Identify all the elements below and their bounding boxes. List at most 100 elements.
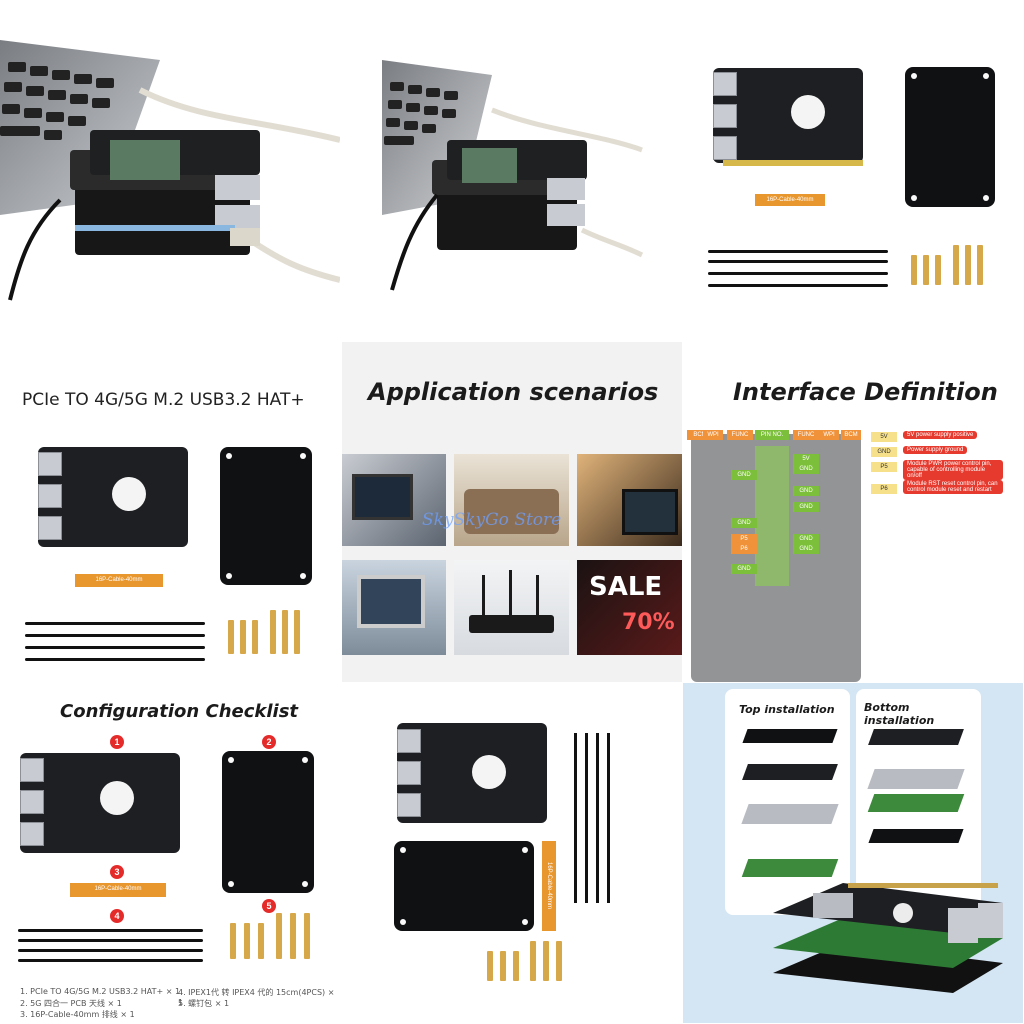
pin-label-right: GND (793, 486, 819, 496)
usb-port (397, 793, 421, 817)
usb-port (397, 729, 421, 753)
fpc-cable: 16P-Cable-40mm (542, 841, 556, 931)
pin-label-right: GND (793, 502, 819, 512)
ipex-cable (18, 949, 203, 952)
tile-configuration-checklist: Configuration Checklist 1 2 3 16P-Cable-… (0, 683, 340, 1023)
tile-product-title: PCIe TO 4G/5G M.2 USB3.2 HAT+ 16P-Cable-… (0, 342, 340, 682)
sale-percent: 70% (622, 610, 675, 635)
badge-2: 2 (262, 735, 276, 749)
ipex-cable (18, 939, 203, 942)
standoff (556, 941, 562, 981)
acrylic-cover (394, 841, 534, 931)
laptop-product-photo (382, 60, 644, 291)
gpio-header (723, 160, 863, 166)
standoff (276, 913, 282, 959)
scenario-photo-industrial (342, 454, 446, 546)
scenario-photo-router (454, 560, 569, 655)
header-func-left: FUNC (727, 430, 753, 440)
acrylic-cover (220, 447, 312, 585)
store-watermark: SkySkyGo Store (422, 510, 562, 530)
pin-label-right: GND (793, 534, 819, 544)
assembled-stack-photo (773, 883, 1003, 993)
pin-label-right: 5V (793, 454, 819, 464)
scenario-photo-terminal (342, 560, 446, 655)
standoff (935, 255, 941, 285)
usb-port (38, 484, 62, 508)
standoff (228, 620, 234, 654)
standoff (240, 620, 246, 654)
tile-interface-definition: Interface Definition BCM WPI FUNC PIN NO… (683, 342, 1023, 682)
scenario-photo-robot (577, 454, 682, 546)
ipex-cable (574, 733, 577, 903)
ipex-cable (607, 733, 610, 903)
badge-3: 3 (110, 865, 124, 879)
top-installation-label: Top installation (739, 703, 835, 716)
scenario-photo-family (454, 454, 569, 546)
legend-desc-gnd: Power supply ground (903, 446, 968, 454)
layer-heatsink (741, 804, 839, 824)
standoff (294, 610, 300, 654)
product-title: PCIe TO 4G/5G M.2 USB3.2 HAT+ (22, 390, 305, 410)
layer-cover (868, 829, 964, 843)
header-bcm-left: BCM (687, 430, 713, 440)
checklist-item-4: 4. IPEX1代 转 IPEX4 代的 15cm(4PCS) × 1 (178, 988, 335, 1007)
standoff (965, 245, 971, 285)
usb-port (713, 72, 737, 96)
legend-desc-p6: Module RST reset control pin, can contro… (903, 480, 1003, 494)
fpc-cable: 16P-Cable-40mm (70, 883, 166, 897)
bottom-installation-label: Bottom installation (864, 701, 935, 727)
standoff (530, 941, 536, 981)
checklist-title: Configuration Checklist (60, 701, 299, 722)
standoff (252, 620, 258, 654)
standoff (911, 255, 917, 285)
tile-kit-layout: 16P-Cable-40mm (342, 683, 682, 1023)
laptop-product-photo (0, 40, 340, 301)
standoff (230, 923, 236, 959)
standoff (258, 923, 264, 959)
layer-cover (742, 729, 838, 743)
tile-installation: Top installation Bottom installation (683, 683, 1023, 1023)
ipex-cable (18, 959, 203, 962)
tile-photo-laptop-1 (0, 0, 340, 340)
ipex-cable (25, 646, 205, 649)
standoff (923, 255, 929, 285)
usb-port (38, 452, 62, 476)
layer-hat (742, 764, 838, 780)
ipex-cable (18, 929, 203, 932)
legend-tag-gnd: GND (871, 447, 897, 457)
scenarios-title: Application scenarios (368, 378, 659, 406)
scenario-photo-signage: SALE 70% (577, 560, 682, 655)
checklist-item-3: 3. 16P-Cable-40mm 排线 × 1 (20, 1010, 135, 1019)
fan-cutout (112, 477, 146, 511)
legend-tag-5v: 5V (871, 432, 897, 442)
usb-port (20, 758, 44, 782)
interface-title: Interface Definition (733, 378, 998, 406)
layer-heatsink (867, 769, 965, 789)
pin-label-left: GND (731, 518, 757, 528)
pin-column (755, 446, 789, 586)
fan-cutout (791, 95, 825, 129)
pin-label-right: GND (793, 464, 819, 474)
badge-4: 4 (110, 909, 124, 923)
ipex-cable (25, 658, 205, 661)
ipex-cable (708, 250, 888, 253)
usb-port (397, 761, 421, 785)
fpc-cable: 16P-Cable-40mm (75, 574, 163, 587)
standoff (487, 951, 493, 981)
ipex-cable (596, 733, 599, 903)
acrylic-cover (222, 751, 314, 893)
usb-port (713, 136, 737, 160)
checklist-item-2: 2. 5G 四合一 PCB 天线 × 1 (20, 999, 122, 1008)
header-wpi-left: WPI (703, 430, 723, 440)
standoff (270, 610, 276, 654)
pin-label-left: GND (731, 470, 757, 480)
usb-port (20, 790, 44, 814)
legend-desc-5v: 5V power supply positive (903, 431, 978, 439)
header-pin-no: PIN NO. (755, 430, 789, 440)
ipex-cable (25, 622, 205, 625)
standoff (953, 245, 959, 285)
tile-kit-contents: 16P-Cable-40mm (683, 0, 1023, 340)
legend-tag-p6: P6 (871, 484, 897, 494)
standoff (290, 913, 296, 959)
hat-board (713, 68, 863, 163)
